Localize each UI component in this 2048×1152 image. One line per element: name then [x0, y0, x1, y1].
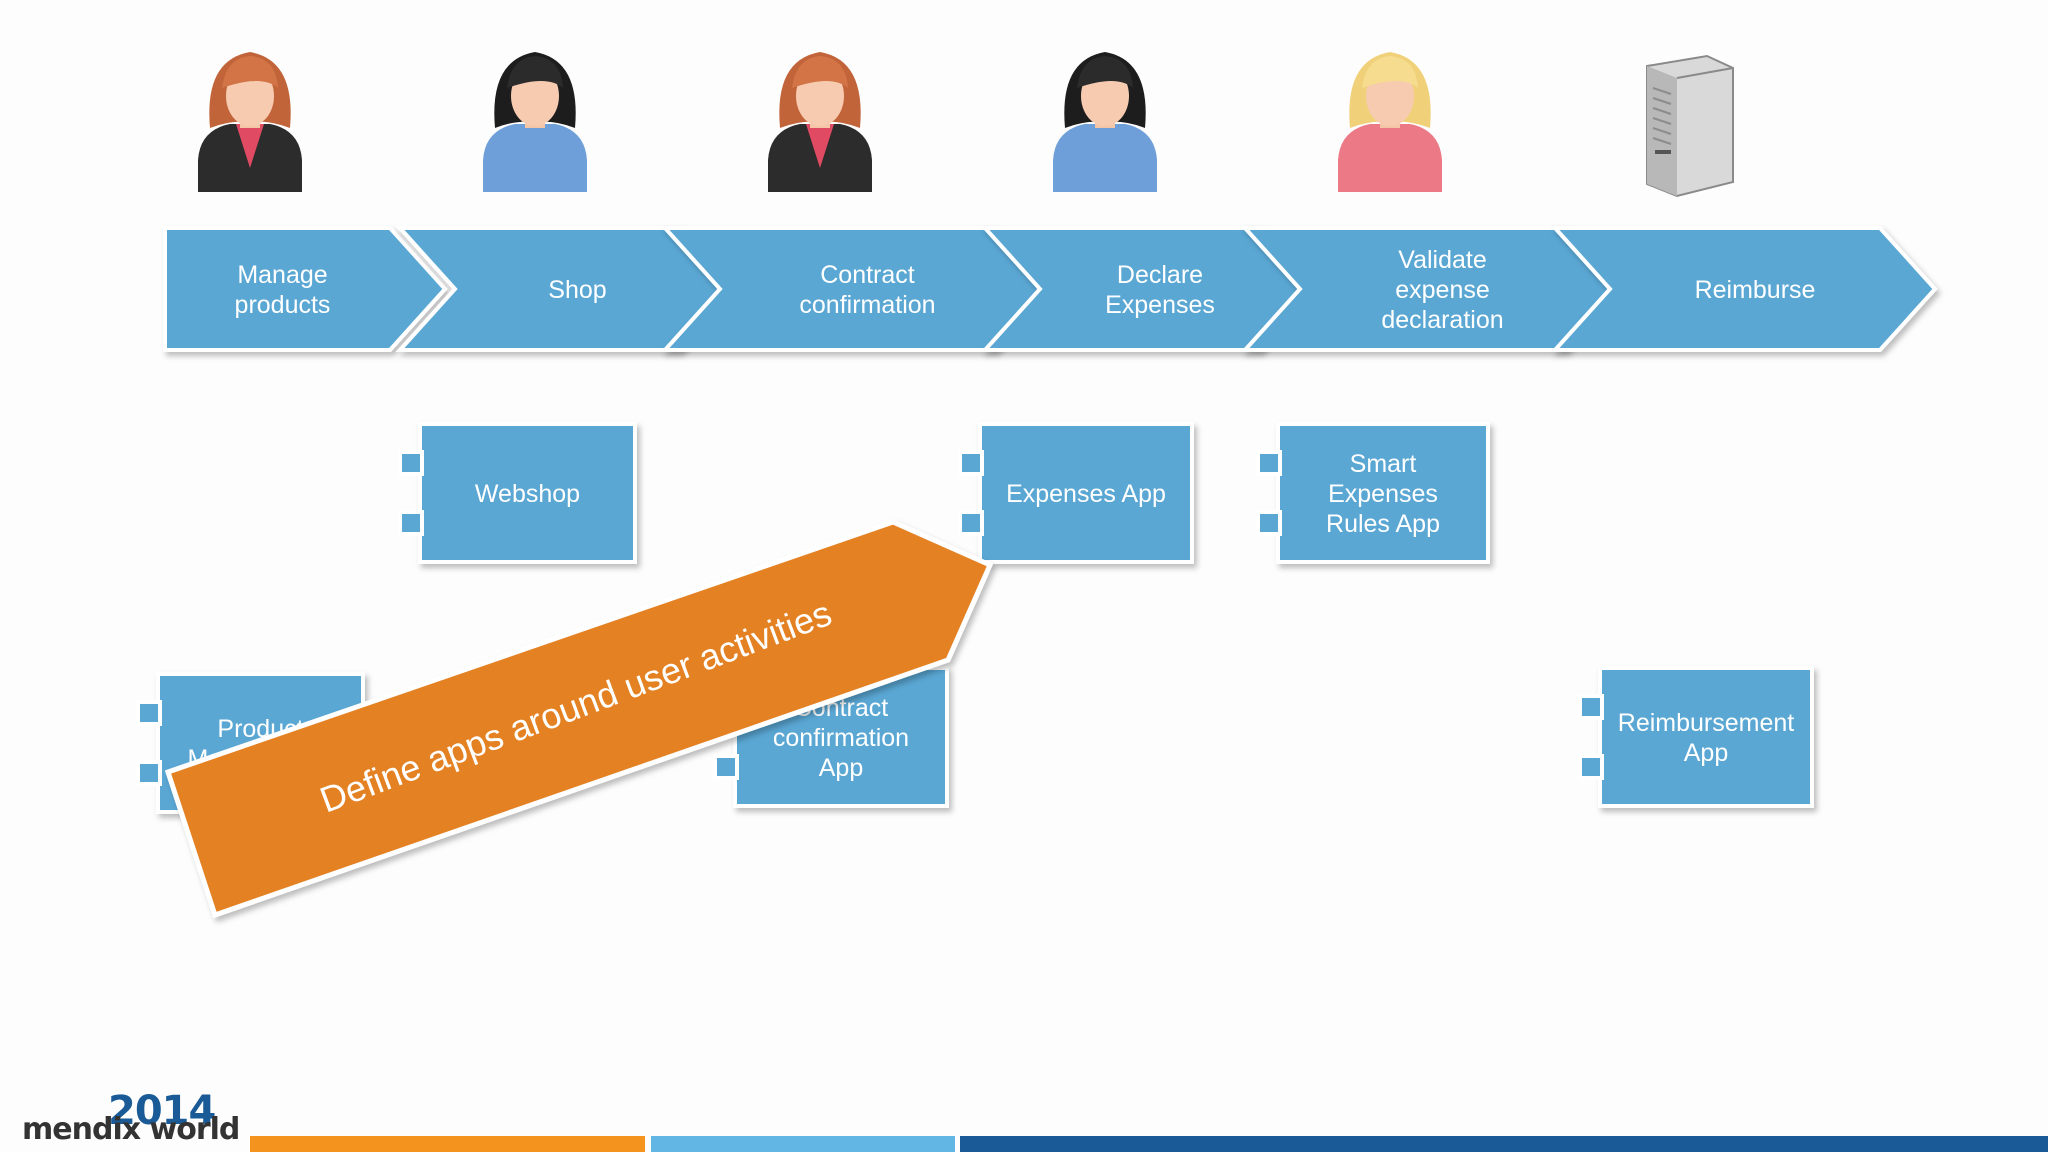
component-tab [398, 510, 424, 536]
footer-bar-light-blue [651, 1136, 955, 1152]
app-component: Webshop [398, 422, 637, 564]
businesswoman-icon [768, 52, 872, 192]
footer-bar-dark-blue [960, 1136, 2048, 1152]
component-tab [1256, 450, 1282, 476]
app-box [1276, 422, 1490, 564]
component-tab [398, 450, 424, 476]
component-tab [1256, 510, 1282, 536]
process-step-label: Shop [548, 276, 606, 304]
app-box [1598, 666, 1814, 808]
app-label: Expenses App [1006, 480, 1166, 508]
app-label: Webshop [475, 480, 580, 508]
component-tab [1578, 754, 1604, 780]
component-tab [136, 760, 162, 786]
app-component: Expenses App [958, 422, 1194, 564]
chevron-shape [660, 226, 1053, 352]
app-box [978, 422, 1194, 564]
businesswoman-icon [198, 52, 302, 192]
chevron-shape [1550, 226, 1938, 352]
component-tab [136, 700, 162, 726]
server-icon [1646, 54, 1734, 198]
woman-blonde-icon [1338, 52, 1442, 192]
chevron-shape [163, 226, 448, 352]
callout-shape [164, 519, 994, 919]
woman-dark-hair-icon [483, 52, 587, 192]
footer-bar-orange [250, 1136, 645, 1152]
component-tab [1578, 694, 1604, 720]
logo-brand: mendix world [22, 1112, 240, 1147]
process-step: Reimburse [1550, 226, 1938, 352]
component-tab [713, 754, 739, 780]
logo-year: 2014 [108, 1088, 216, 1134]
component-tab [958, 450, 984, 476]
app-box [418, 422, 637, 564]
process-step-label: Reimburse [1695, 276, 1816, 304]
component-tab [958, 510, 984, 536]
woman-dark-hair-icon [1053, 52, 1157, 192]
